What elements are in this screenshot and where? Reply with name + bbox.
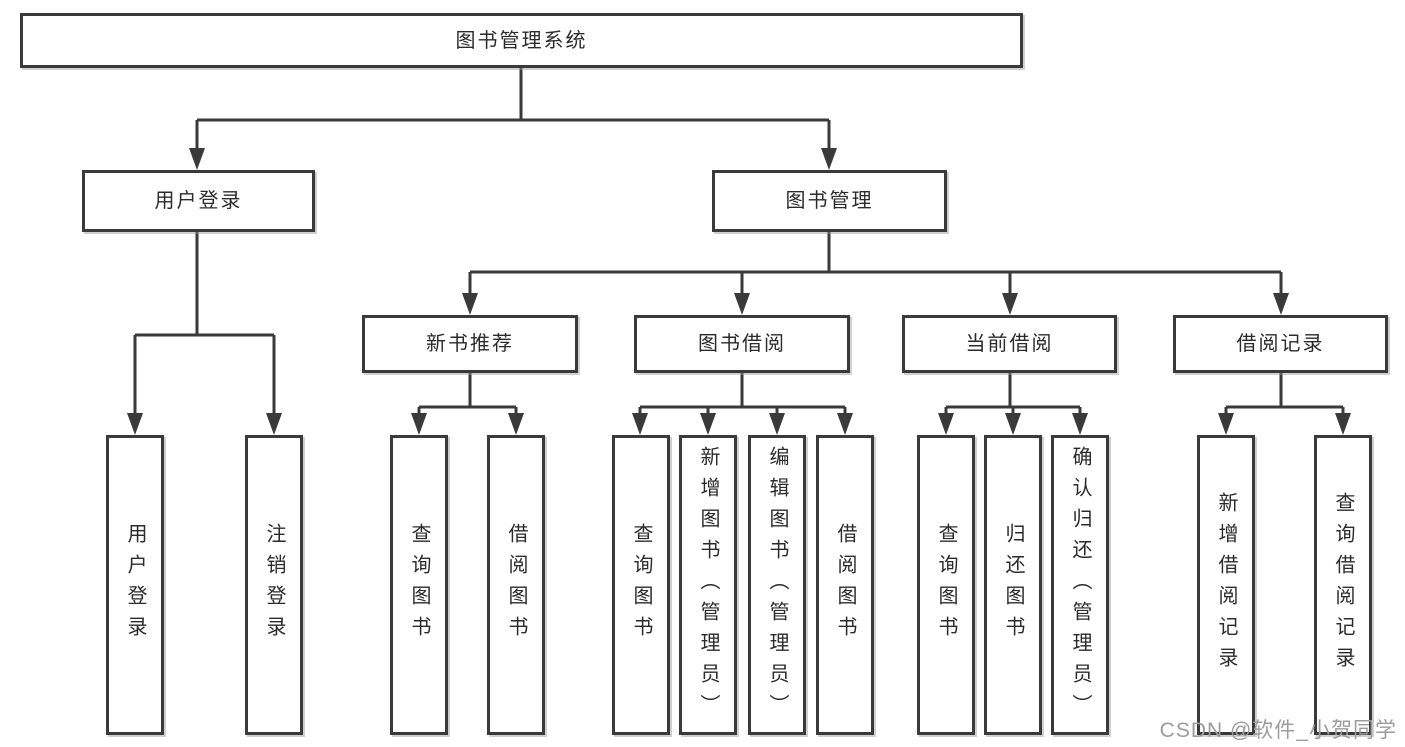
leaf-current-confirm-return-admin: 确认归还（管理员） (1051, 435, 1109, 735)
connector-userlogin-to-leaves (133, 232, 276, 416)
node-current-borrow: 当前借阅 (902, 315, 1117, 373)
node-book-borrow: 图书借阅 (634, 315, 850, 373)
leaf-recommend-borrow-book: 借阅图书 (487, 435, 545, 735)
node-new-book-recommend: 新书推荐 (362, 315, 578, 373)
leaf-borrow-query-book: 查询图书 (612, 435, 670, 735)
leaf-logout: 注销登录 (245, 435, 303, 735)
connector-bookmgmt-to-level3 (468, 232, 1283, 297)
node-user-login: 用户登录 (82, 170, 315, 232)
leaf-borrow-edit-book-admin: 编辑图书（管理员） (748, 435, 806, 735)
connector-level3-to-leaves (417, 373, 1345, 416)
leaf-record-add-borrow-record: 新增借阅记录 (1197, 435, 1255, 735)
leaf-current-query-book: 查询图书 (917, 435, 975, 735)
leaf-borrow-add-book-admin: 新增图书（管理员） (679, 435, 737, 735)
node-borrow-record: 借阅记录 (1173, 315, 1388, 373)
node-library-system: 图书管理系统 (20, 13, 1023, 68)
node-book-management: 图书管理 (712, 170, 947, 232)
connector-root-to-level2 (195, 68, 831, 152)
csdn-watermark: CSDN @软件_小贺同学 (1159, 719, 1397, 742)
leaf-recommend-query-book: 查询图书 (390, 435, 448, 735)
leaf-current-return-book: 归还图书 (984, 435, 1042, 735)
leaf-borrow-borrow-book: 借阅图书 (816, 435, 874, 735)
leaf-record-query-borrow-record: 查询借阅记录 (1314, 435, 1372, 735)
leaf-user-login: 用户登录 (106, 435, 164, 735)
